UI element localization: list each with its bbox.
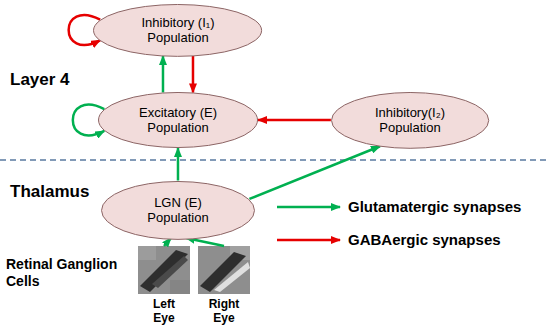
eye-label: Right Eye	[204, 297, 244, 325]
synapse-arrow	[192, 56, 195, 92]
eye-patch	[198, 246, 250, 294]
legend-text: GABAergic synapses	[348, 231, 501, 248]
legend-arrow	[277, 239, 340, 242]
node-label: Excitatory (E) Population	[126, 105, 230, 135]
synapse-arrow	[249, 146, 380, 199]
divider-line	[0, 159, 546, 161]
synapse-arrow	[258, 119, 331, 122]
region-label: Layer 4	[10, 70, 130, 90]
eye-patch	[138, 246, 190, 294]
node-label: Inhibitory(I₂) Population	[358, 105, 462, 135]
retina-arrow	[186, 238, 224, 246]
region-label: Retinal Ganglion Cells	[6, 256, 134, 290]
synapse-arrow	[177, 148, 180, 181]
legend-text: Glutamatergic synapses	[348, 198, 521, 215]
node-label: LGN (E) Population	[126, 195, 230, 225]
node-label: Inhibitory (I₁) Population	[126, 15, 230, 45]
population-ellipse: Excitatory (E) Population	[98, 92, 258, 148]
synapse-arrow	[162, 56, 165, 92]
population-ellipse: Inhibitory(I₂) Population	[331, 92, 489, 149]
region-label: Thalamus	[10, 182, 130, 202]
population-ellipse: LGN (E) Population	[101, 181, 255, 240]
eye-label: Left Eye	[146, 297, 182, 325]
legend-arrow	[277, 206, 340, 209]
population-ellipse: Inhibitory (I₁) Population	[93, 4, 262, 57]
